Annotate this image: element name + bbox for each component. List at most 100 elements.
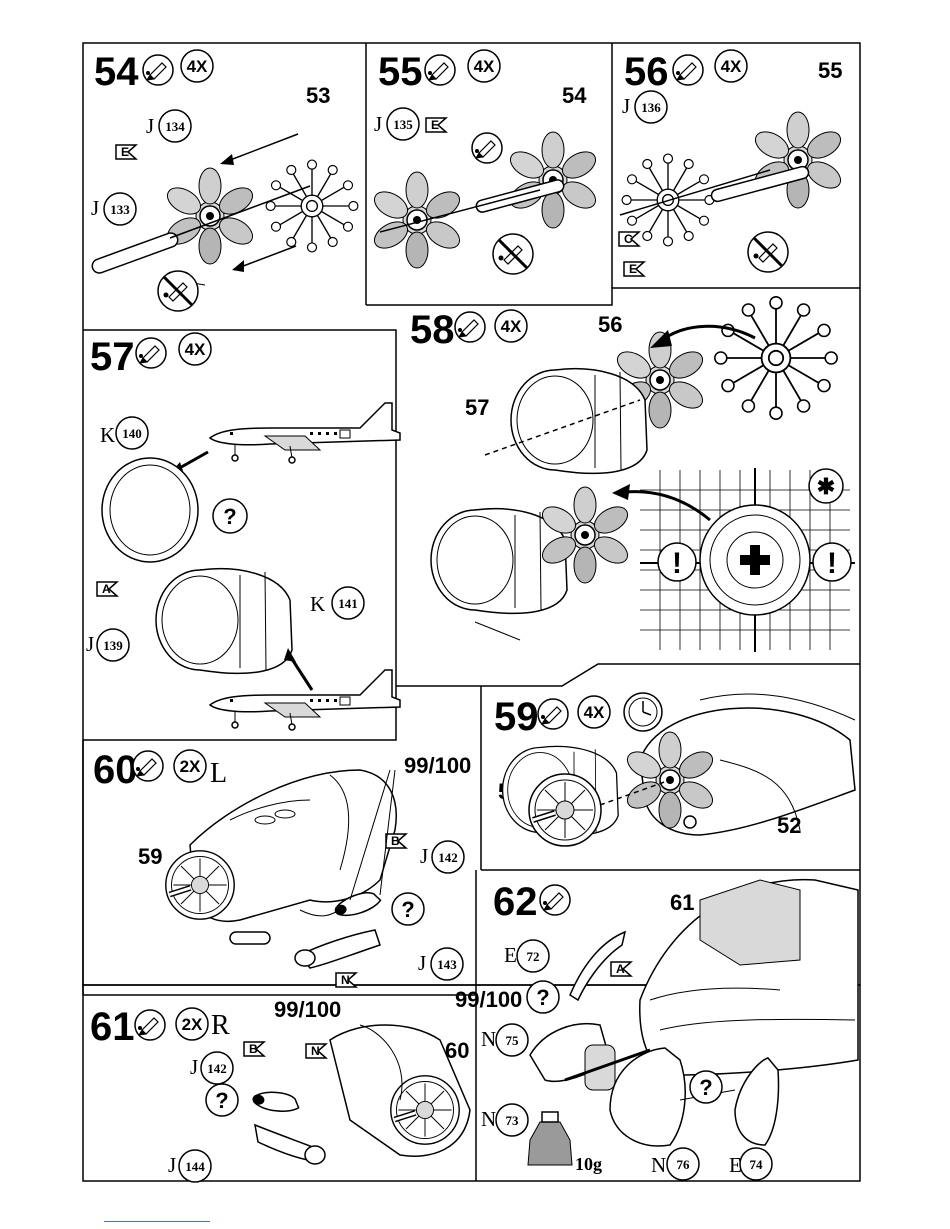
ref-number: 53 <box>306 83 330 108</box>
no-glue-icon <box>493 234 533 274</box>
part-number: 76 <box>677 1157 691 1172</box>
ref-number: 99/100 <box>274 997 341 1022</box>
part-prefix: J <box>91 196 99 220</box>
part-number: 133 <box>110 202 130 217</box>
part-prefix: J <box>168 1153 176 1177</box>
part-number: 72 <box>527 949 540 964</box>
glue-icon <box>540 885 570 915</box>
decal-ref: N <box>341 973 350 987</box>
part-prefix: N <box>481 1107 496 1131</box>
decal-ref: C <box>624 232 633 246</box>
part-number: 144 <box>185 1159 205 1174</box>
ref-number: 56 <box>598 312 622 337</box>
question-mark: ? <box>215 1088 228 1113</box>
no-glue-icon <box>158 271 198 311</box>
step-number: 59 <box>494 695 539 739</box>
part-number: 139 <box>103 638 123 653</box>
part-prefix: J <box>418 951 426 975</box>
glue-icon <box>133 751 163 781</box>
decal-ref: B <box>391 834 400 848</box>
glue-icon <box>472 133 502 163</box>
glue-icon <box>136 338 166 368</box>
part-number: 75 <box>506 1033 520 1048</box>
question-mark: ? <box>699 1075 712 1100</box>
decal-ref: A <box>102 582 111 596</box>
part-prefix: K <box>100 423 115 447</box>
part-number: 136 <box>641 100 661 115</box>
glue-icon <box>673 55 703 85</box>
multiplier-label: 4X <box>474 57 495 76</box>
decal-ref: E <box>629 262 637 276</box>
decal-ref: B <box>249 1042 258 1056</box>
part-prefix: N <box>651 1153 666 1177</box>
part-prefix: J <box>374 112 382 136</box>
part-prefix: J <box>146 114 154 138</box>
decal-ref: E <box>431 118 439 132</box>
weight-icon <box>528 1122 572 1165</box>
ref-number: 61 <box>670 890 694 915</box>
part-prefix: J <box>86 632 94 656</box>
asterisk-symbol: ✱ <box>817 474 835 499</box>
part-prefix: J <box>420 844 428 868</box>
part-number: 142 <box>438 850 458 865</box>
step-57: 57 4X K 140 ? A K 141 J 139 <box>86 333 400 730</box>
question-mark: ? <box>223 504 236 529</box>
step-number: 60 <box>93 748 138 792</box>
step-60: 60 2X L 99/100 59 B J 142 ? N J 143 <box>93 748 471 987</box>
decal-ref: E <box>121 145 129 159</box>
part-number: 135 <box>393 117 413 132</box>
part-number: 74 <box>750 1157 764 1172</box>
ref-number: 55 <box>818 58 842 83</box>
ref-number: 59 <box>138 844 162 869</box>
part-number: 143 <box>437 957 457 972</box>
footer-rule <box>104 1221 210 1222</box>
glue-icon <box>455 312 485 342</box>
step-number: 61 <box>90 1005 135 1049</box>
step-number: 56 <box>624 50 669 94</box>
part-prefix: J <box>622 94 630 118</box>
part-prefix: E <box>504 943 517 967</box>
side-label: R <box>211 1010 230 1041</box>
decal-ref: N <box>311 1044 320 1058</box>
side-label: L <box>210 758 227 789</box>
ref-number: 54 <box>562 83 587 108</box>
part-number: 140 <box>122 426 142 441</box>
part-number: 73 <box>506 1113 520 1128</box>
step-58: 58 4X 56 57 <box>410 297 855 652</box>
question-mark: ? <box>401 897 414 922</box>
step-number: 58 <box>410 308 455 352</box>
question-mark: ? <box>536 985 549 1010</box>
grid-diagram: ✱ ! ! <box>640 468 855 652</box>
step-56: 56 4X 55 J 136 C E <box>619 50 845 276</box>
step-number: 62 <box>493 880 538 924</box>
step-54: 54 4X 53 J 134 J 133 E <box>90 50 358 311</box>
multiplier-label: 2X <box>180 757 201 776</box>
glue-icon <box>143 55 173 85</box>
ref-number: 99/100 <box>455 987 522 1012</box>
step-number: 57 <box>90 335 135 379</box>
multiplier-label: 4X <box>584 703 605 722</box>
no-glue-icon <box>748 232 788 272</box>
step-61: 61 2X R 99/100 60 B N J 142 ? J 144 <box>90 997 470 1182</box>
part-number: 141 <box>338 596 358 611</box>
part-prefix: K <box>310 592 325 616</box>
multiplier-label: 2X <box>182 1015 203 1034</box>
ref-number: 57 <box>465 395 489 420</box>
part-prefix: J <box>190 1055 198 1079</box>
step-62: 62 61 99/100 ? E 72 A N 75 N 73 ? 10g N <box>455 880 858 1180</box>
multiplier-label: 4X <box>721 57 742 76</box>
part-number: 134 <box>165 119 185 134</box>
ref-number: 99/100 <box>404 753 471 778</box>
part-prefix: N <box>481 1027 496 1051</box>
multiplier-label: 4X <box>185 340 206 359</box>
aircraft-sketch <box>210 403 400 463</box>
glue-icon <box>425 55 455 85</box>
exclamation-mark: ! <box>672 547 682 580</box>
step-59: 59 4X 58 52 <box>494 693 855 846</box>
multiplier-label: 4X <box>501 317 522 336</box>
step-55: 55 4X 54 J 135 E <box>370 50 600 274</box>
weight-label: 10g <box>575 1154 602 1174</box>
step-number: 55 <box>378 50 423 94</box>
exclamation-mark: ! <box>827 547 837 580</box>
